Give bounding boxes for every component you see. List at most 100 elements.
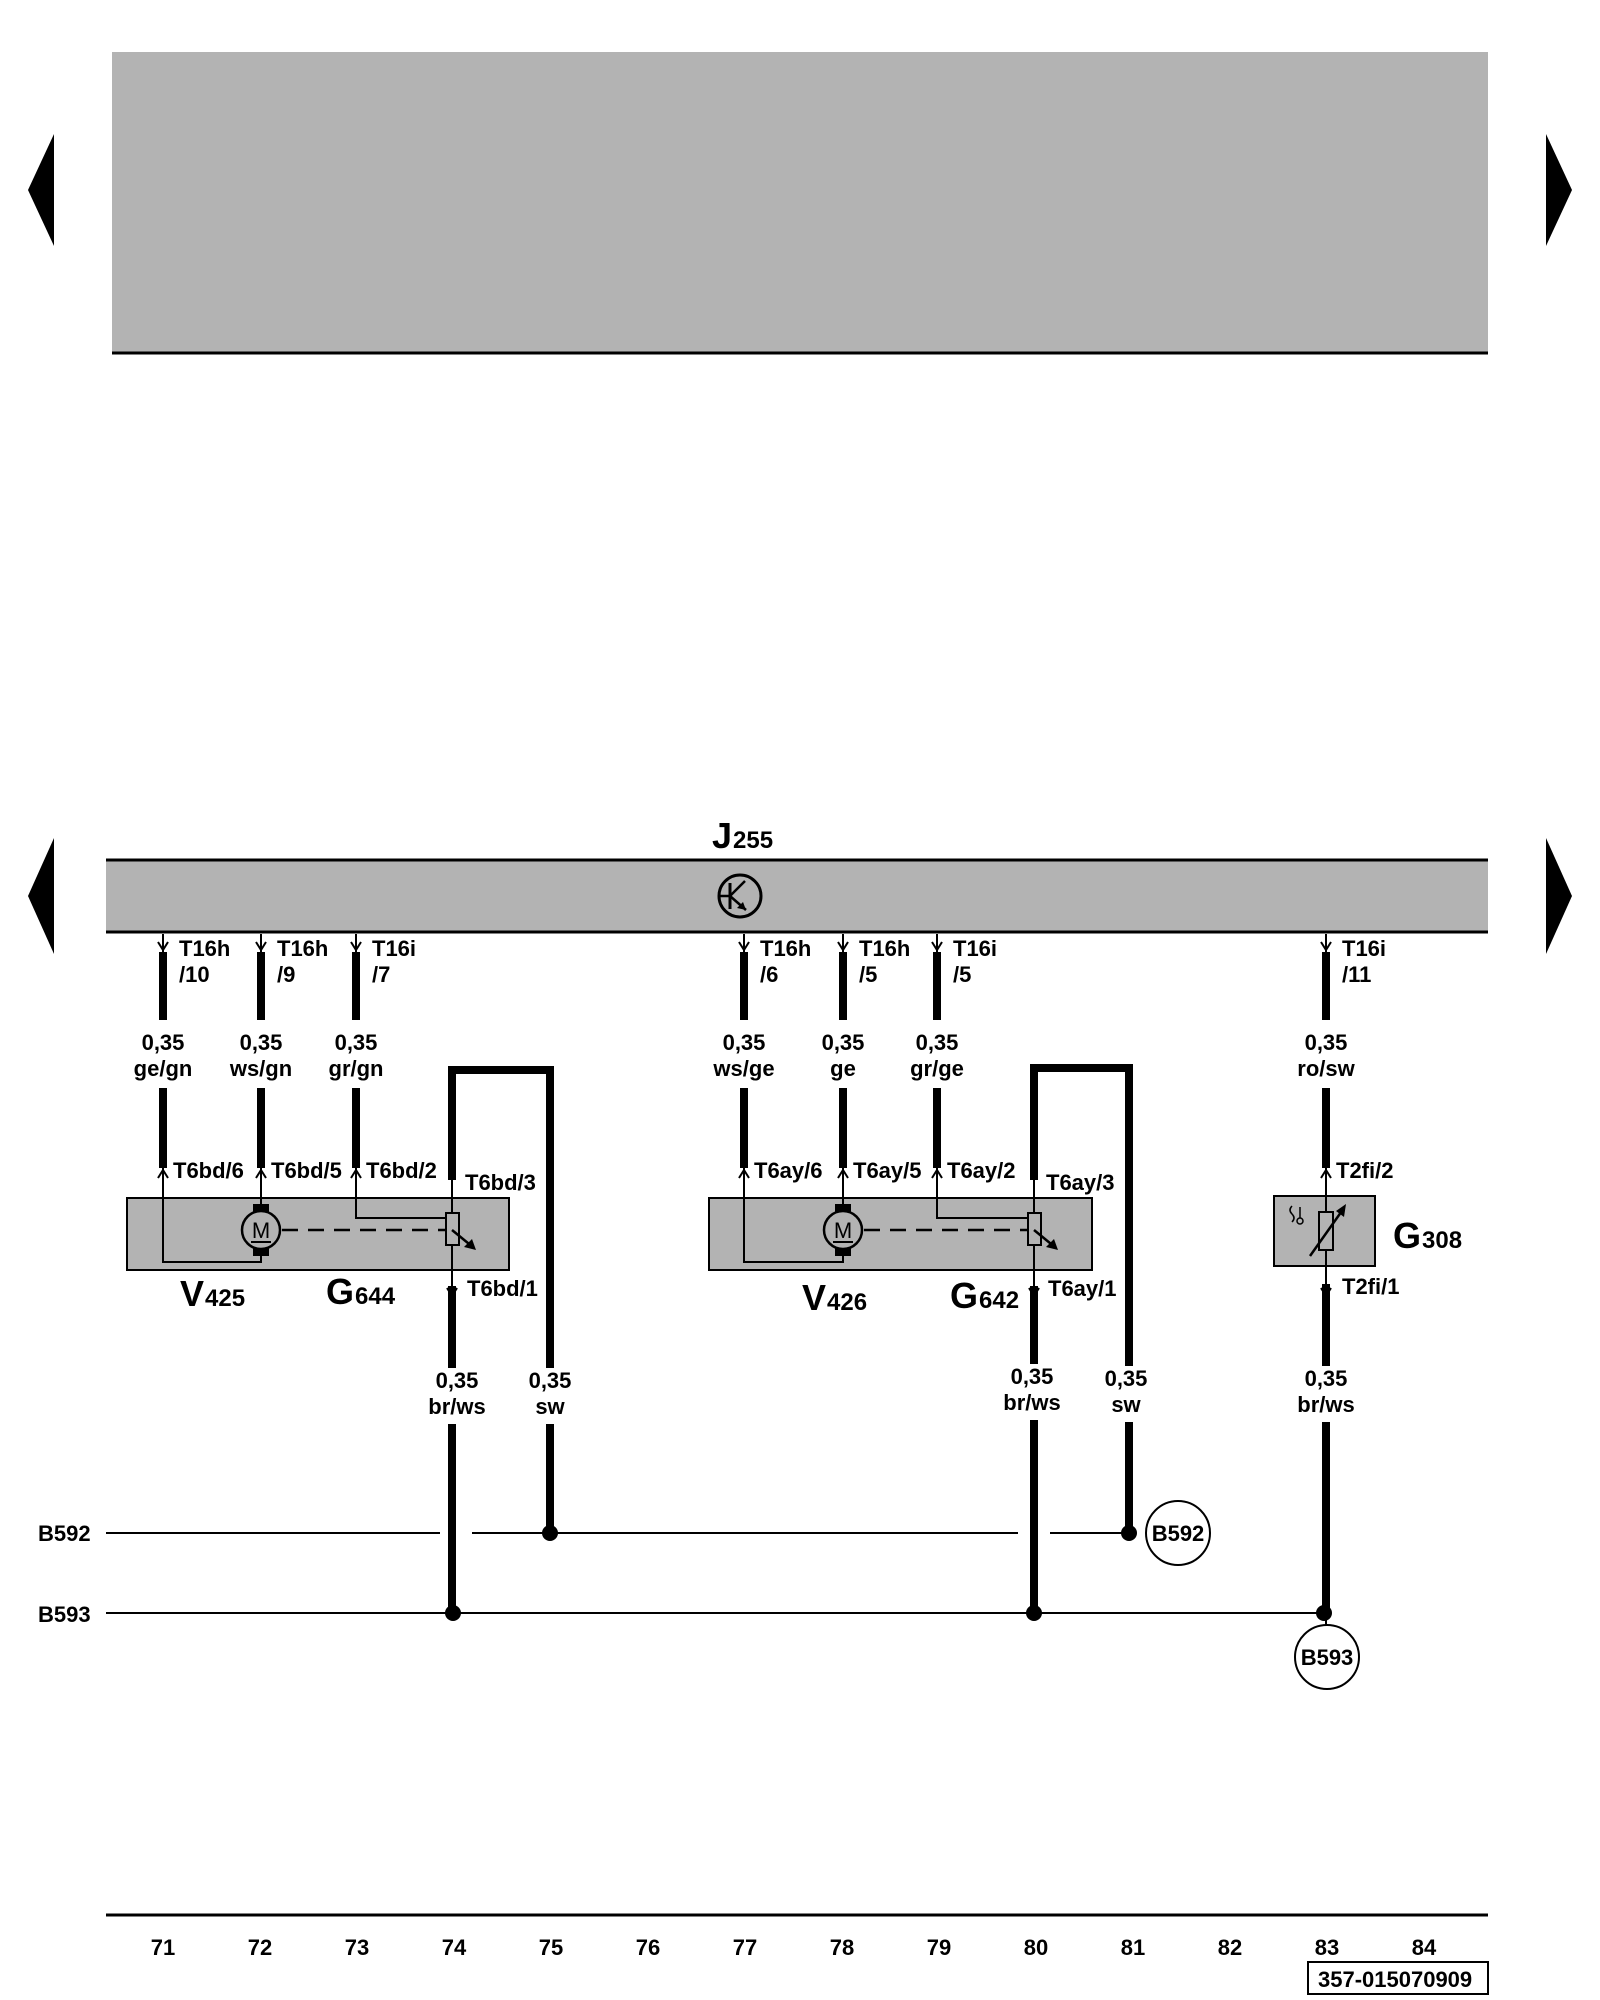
wire-size-label: 0,35 [822,1030,865,1055]
wire-label-background [998,1364,1066,1420]
connector-arrow-icon [446,1287,458,1298]
component-pin-label: T6ay/6 [754,1158,823,1183]
wire-color-label: br/ws [1003,1390,1060,1415]
previous-section-arrow-icon[interactable] [28,838,54,954]
wire-color-label: sw [535,1394,565,1419]
next-section-arrow-icon[interactable] [1546,838,1572,954]
control-unit-block [106,860,1488,932]
connector-arrow-icon [1028,1287,1040,1298]
motor-icon: M [822,1204,864,1256]
b593-ground-connection: B593 [1294,1624,1360,1690]
wire-size-label: 0,35 [142,1030,185,1055]
junction-dot [1026,1605,1042,1621]
connector-arrow-icon [738,1168,750,1179]
g308-label: G308 [1393,1215,1462,1256]
wire-size-label: 0,35 [1305,1366,1348,1391]
svg-text:M: M [834,1218,852,1243]
track-number: 79 [927,1935,951,1960]
track-number: 71 [151,1935,175,1960]
wire-size-label: 0,35 [1105,1366,1148,1391]
track-number: 74 [442,1935,467,1960]
wire-color-label: ro/sw [1297,1056,1355,1081]
wire-color-label: ge/gn [134,1056,193,1081]
connector-arrow-icon [157,1168,169,1179]
svg-text:B592: B592 [1152,1521,1205,1546]
motor-icon: M [240,1204,282,1256]
connector-pin-label: T16i [372,936,416,961]
connector-pin-number: /10 [179,962,210,987]
connector-arrow-icon [1320,1287,1332,1298]
connector-arrow-icon [350,941,362,952]
connector-pin-label: T16h [179,936,230,961]
track-number: 83 [1315,1935,1339,1960]
b592-bus-label: B592 [38,1521,91,1546]
wire-size-label: 0,35 [436,1368,479,1393]
track-number: 82 [1218,1935,1242,1960]
potentiometer-icon [445,1180,476,1286]
svg-text:M: M [252,1218,270,1243]
connector-arrow-icon [738,941,750,952]
connector-arrow-icon [350,1168,362,1179]
wire-color-label: ws/gn [229,1056,292,1081]
connector-pin-number: /11 [1342,962,1371,987]
temperature-icon [1289,1205,1304,1225]
connector-arrow-icon [931,941,943,952]
connector-pin-number: /6 [760,962,778,987]
wire-label-background [423,1368,491,1424]
wire-color-label: gr/gn [329,1056,384,1081]
g642-internal-wire [936,1180,1034,1219]
thermistor-icon [1308,1180,1346,1284]
connector-arrow-icon [837,1168,849,1179]
v425-label: V425 [180,1273,245,1314]
previous-page-arrow-icon[interactable] [28,134,54,246]
ground-loop-wire [448,1066,554,1533]
v426-label: V426 [802,1277,867,1318]
g642-label: G642 [950,1275,1019,1316]
component-pin-label: T6bd/5 [271,1158,342,1183]
connector-pin-label: T16h [760,936,811,961]
connector-pin-label: T16i [1342,936,1386,961]
component-pin-label: T6bd/6 [173,1158,244,1183]
wire-color-label: sw [1111,1392,1141,1417]
track-number: 77 [733,1935,757,1960]
wire-label-background [1292,1366,1360,1422]
wire-size-label: 0,35 [529,1368,572,1393]
connector-pin-number: /7 [372,962,390,987]
t6ay1-label: T6ay/1 [1048,1276,1117,1301]
connector-pin-label: T16i [953,936,997,961]
transistor-icon [717,873,763,919]
upper-unit-block [112,52,1488,353]
connector-arrow-icon [1320,1168,1332,1179]
wire-label-background [516,1368,584,1424]
component-pin-label: T6ay/5 [853,1158,922,1183]
connector-arrow-icon [837,941,849,952]
g644-internal-wire [355,1180,452,1219]
ground-loop-wire [1030,1064,1133,1533]
t6ay3-label: T6ay/3 [1046,1170,1115,1195]
connector-pin-number: /5 [953,962,971,987]
junction-dot [1121,1525,1137,1541]
b592-ground-connection: B592 [1145,1500,1211,1566]
junction-dot [542,1525,558,1541]
connector-pin-label: T16h [859,936,910,961]
track-number: 84 [1412,1935,1437,1960]
wire-color-label: br/ws [428,1394,485,1419]
track-number: 81 [1121,1935,1145,1960]
wire-label-background [1092,1366,1160,1422]
t6bd3-label: T6bd/3 [465,1170,536,1195]
track-number: 75 [539,1935,563,1960]
wire-color-label: ws/ge [712,1056,774,1081]
next-page-arrow-icon[interactable] [1546,134,1572,246]
junction-dot [1316,1605,1332,1621]
wire-color-label: ge [830,1056,856,1081]
component-pin-label: T6ay/2 [947,1158,1016,1183]
wire-color-label: br/ws [1297,1392,1354,1417]
wire-size-label: 0,35 [335,1030,378,1055]
connector-pin-label: T16h [277,936,328,961]
g644-label: G644 [326,1271,396,1312]
connector-arrow-icon [157,941,169,952]
wire-size-label: 0,35 [723,1030,766,1055]
